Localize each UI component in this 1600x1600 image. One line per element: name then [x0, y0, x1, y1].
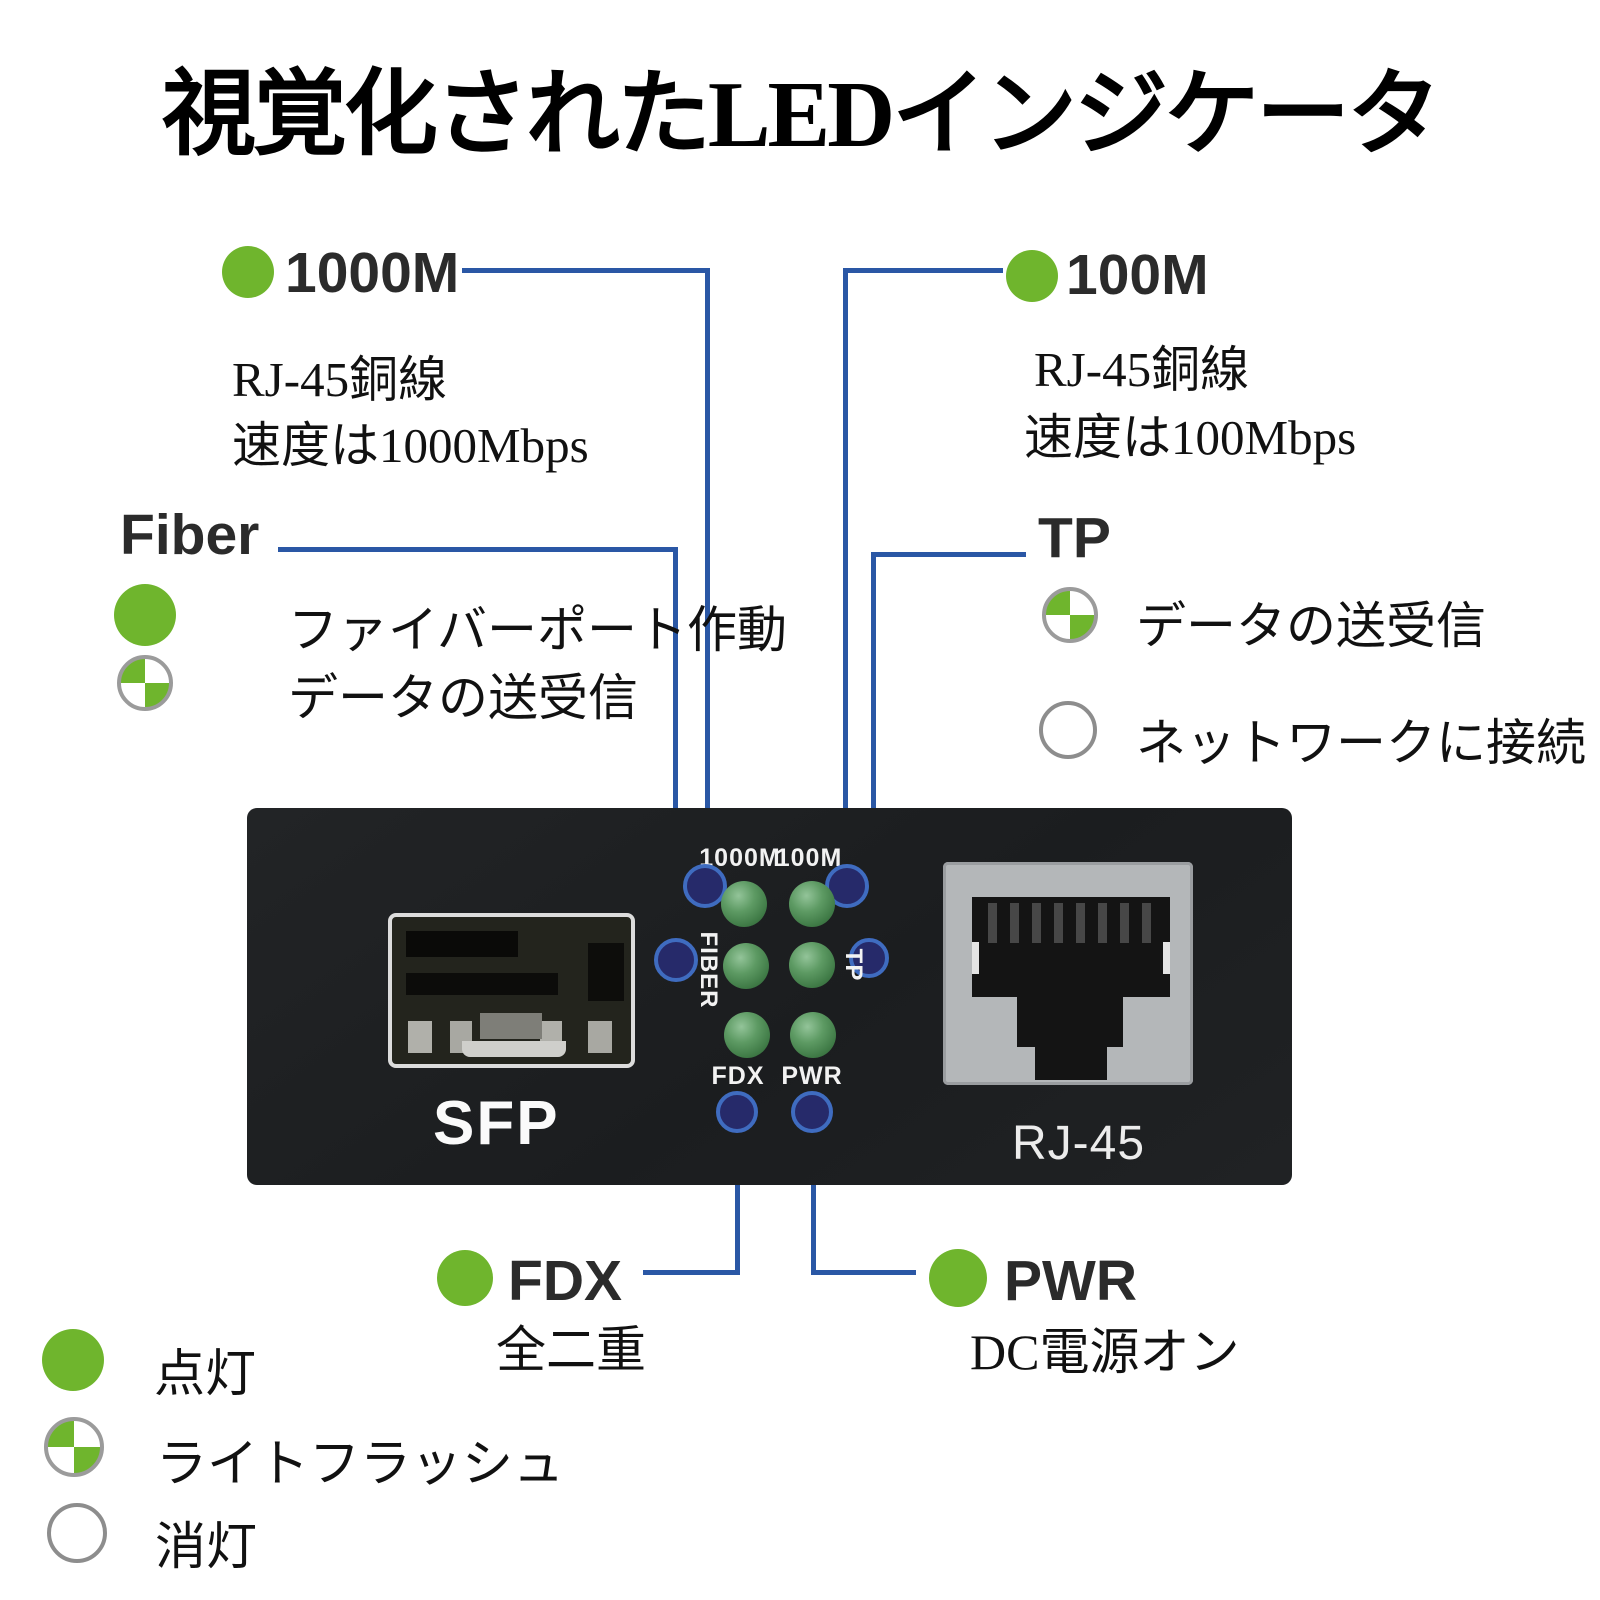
green-led [790, 1012, 836, 1058]
line-1000m-vertical [705, 268, 710, 866]
rj45-pin [1120, 903, 1129, 943]
tp-flash-text: データの送受信 [1136, 598, 1486, 654]
rj45-pin [1010, 903, 1019, 943]
marker-fdx-led [716, 1091, 758, 1133]
device-tp-label: TP [840, 948, 867, 982]
rj45-pin [1032, 903, 1041, 943]
callout-100m-desc2: 速度は100Mbps [1024, 410, 1357, 465]
rj45-jack-tab [1035, 1047, 1107, 1080]
sfp-port [388, 913, 635, 1068]
sfp-port-label: SFP [433, 1089, 560, 1158]
sfp-slot-right [588, 943, 624, 1001]
callout-tp-label: TP [1038, 506, 1111, 570]
legend-on-label: 点灯 [154, 1347, 257, 1403]
callout-1000m-desc1: RJ-45銅線 [232, 352, 448, 407]
line-tp-vertical [871, 552, 876, 940]
device-fdx-label: FDX [711, 1062, 765, 1090]
led-on-dot-100m [1006, 250, 1058, 302]
rj45-latch-mark [1163, 942, 1170, 974]
line-100m-vertical [843, 268, 848, 866]
rj45-jack-opening [972, 897, 1170, 997]
callout-1000m-label: 1000M [285, 241, 460, 305]
line-fiber-vertical [673, 547, 678, 940]
legend-off-dot [47, 1503, 107, 1563]
sfp-slot-top [406, 931, 518, 957]
page-title: 視覚化されたLEDインジケータ [161, 63, 1441, 167]
callout-100m-label: 100M [1066, 243, 1209, 307]
line-fdx-vertical [735, 1132, 740, 1275]
fiber-on-text: ファイバーポート作動 [288, 602, 787, 658]
tp-off-dot [1039, 701, 1097, 759]
callout-1000m-desc2: 速度は1000Mbps [232, 418, 589, 473]
green-led [724, 1012, 770, 1058]
sfp-latch-tab [408, 1021, 432, 1053]
line-pwr-horizontal [816, 1270, 916, 1275]
rj45-port [943, 862, 1193, 1085]
line-100m-horizontal [843, 268, 1003, 273]
device-pwr-label: PWR [781, 1062, 843, 1090]
legend-on-dot [42, 1329, 104, 1391]
rj45-pin [1054, 903, 1063, 943]
callout-pwr-label: PWR [1004, 1249, 1137, 1313]
callout-fiber-label: Fiber [120, 503, 260, 567]
marker-fiber-led [654, 938, 698, 982]
legend-flash-label: ライトフラッシュ [156, 1437, 565, 1493]
tp-flash-dot [1042, 587, 1098, 643]
rj45-jack-step [1017, 990, 1123, 1047]
fiber-flash-text: データの送受信 [288, 670, 638, 726]
pwr-on-dot [929, 1249, 987, 1307]
line-pwr-vertical [811, 1132, 816, 1275]
green-led [723, 943, 769, 989]
green-led [789, 942, 835, 988]
fiber-on-dot [114, 584, 176, 646]
green-led [721, 881, 767, 927]
fiber-flash-dot [117, 655, 173, 711]
rj45-pin [988, 903, 997, 943]
green-led [789, 881, 835, 927]
sfp-slot-mid [406, 973, 558, 995]
marker-tp-led [849, 938, 889, 978]
callout-fdx-label: FDX [508, 1249, 622, 1313]
fdx-on-dot [437, 1250, 493, 1306]
tp-off-text: ネットワークに接続 [1136, 715, 1586, 771]
callout-pwr-desc: DC電源オン [970, 1324, 1240, 1380]
rj45-pin [1076, 903, 1085, 943]
line-fiber-horizontal [278, 547, 678, 552]
sfp-latch-bar [462, 1041, 566, 1057]
rj45-latch-mark [972, 942, 979, 974]
device-fiber-label: FIBER [695, 931, 722, 1009]
line-tp-horizontal [871, 552, 1026, 557]
rj45-pin [1142, 903, 1151, 943]
media-converter-device: SFP 1000M 100M FIBER TP FDX PWR [247, 808, 1292, 1185]
line-fdx-horizontal [643, 1270, 740, 1275]
marker-1000m-led [683, 864, 727, 908]
sfp-latch-wedge [480, 1013, 542, 1039]
callout-fdx-desc: 全二重 [496, 1322, 646, 1378]
legend-off-label: 消灯 [155, 1520, 258, 1576]
legend-flash-dot [44, 1417, 104, 1477]
rj45-port-label: RJ-45 [1012, 1117, 1146, 1170]
callout-100m-desc1: RJ-45銅線 [1034, 342, 1250, 397]
led-on-dot-1000m [222, 246, 274, 298]
device-100m-label: 100M [775, 844, 843, 872]
marker-pwr-led [791, 1091, 833, 1133]
line-1000m-horizontal [462, 268, 710, 273]
rj45-pin [1098, 903, 1107, 943]
sfp-latch-tab [588, 1021, 612, 1053]
